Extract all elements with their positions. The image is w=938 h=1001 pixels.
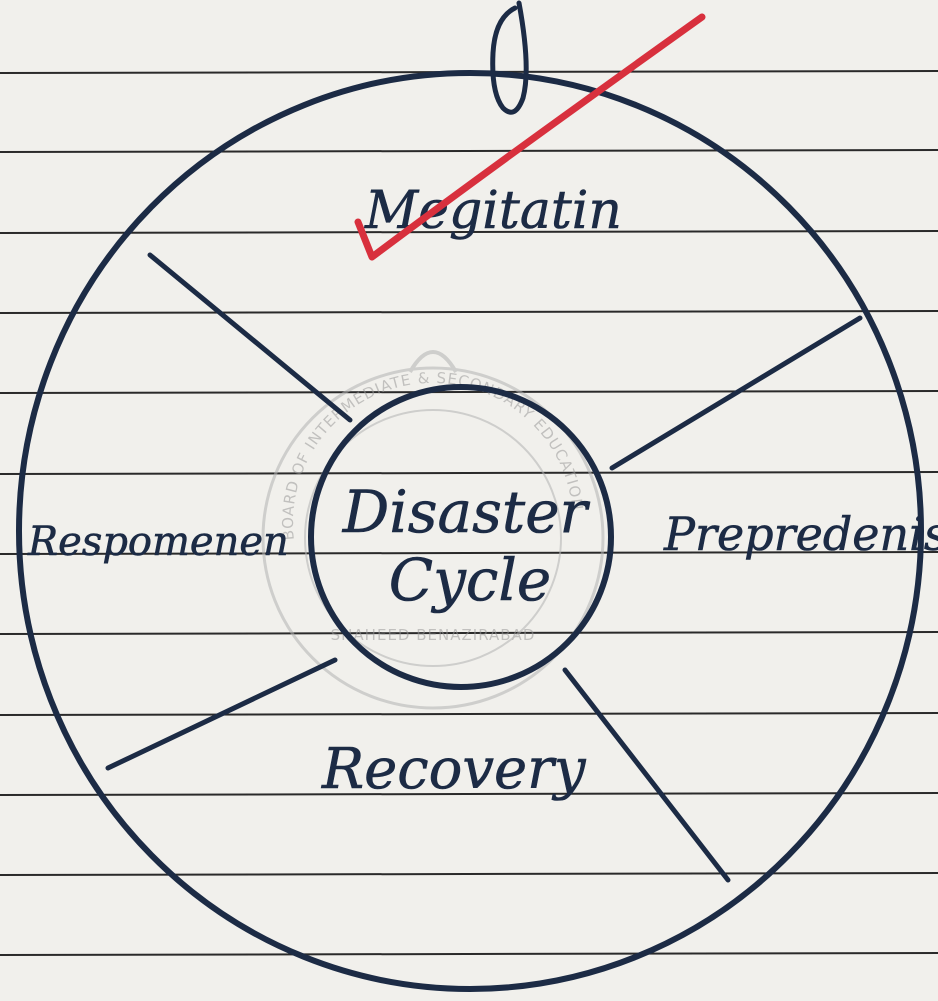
phase-label-left: Respomenen <box>27 519 289 565</box>
divider-upper-right <box>612 318 860 468</box>
center-label-line1: Disaster <box>342 478 591 546</box>
stamp-bottom-text: SHAHEED BENAZIRABAD <box>331 626 536 644</box>
phase-label-right: Prepredenis <box>663 507 938 561</box>
divider-lower-right <box>565 670 728 880</box>
center-label-line2: Cycle <box>389 546 552 614</box>
top-pen-stroke <box>493 3 526 112</box>
divider-upper-left <box>150 255 350 420</box>
phase-label-bottom: Recovery <box>321 737 587 802</box>
